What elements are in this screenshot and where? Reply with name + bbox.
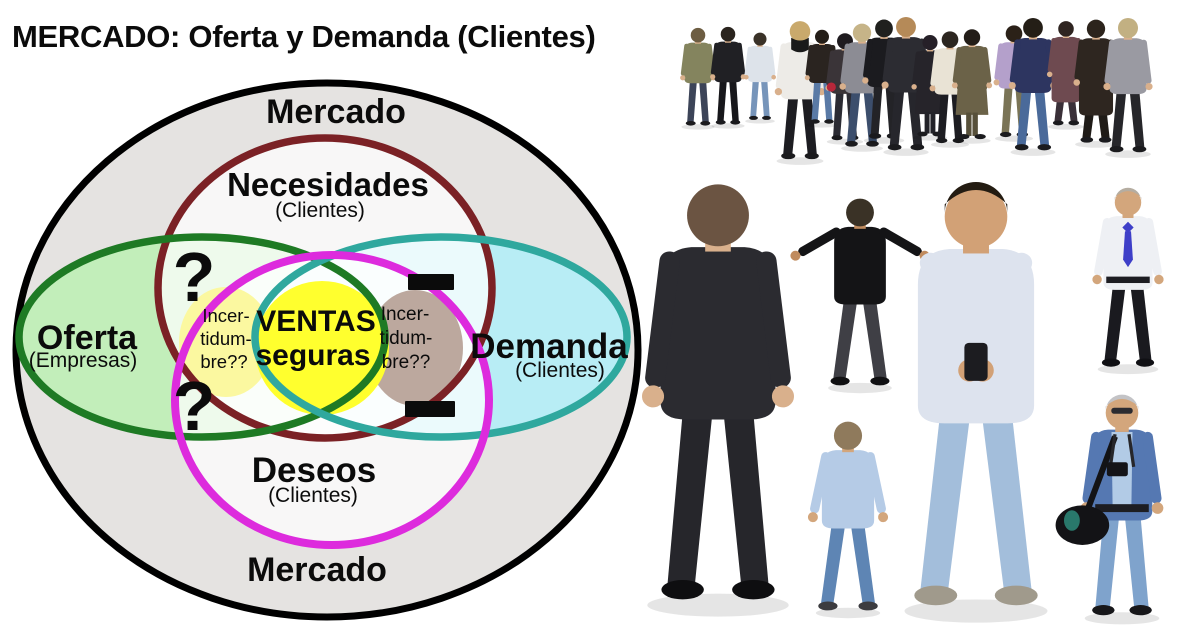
uncertainty-right-line1: Incer- [381,304,430,325]
necesidades-label: Necesidades [227,166,429,203]
crowd-person [1046,21,1086,130]
minus-mark-bottom [405,401,455,417]
question-mark-bottom: ? [173,367,216,445]
man-white-shirt-tie [1092,187,1164,375]
demanda-sublabel: (Clientes) [515,359,605,382]
page-title: MERCADO: Oferta y Demanda (Clientes) [12,19,595,54]
crowd-person [881,16,931,156]
uncertainty-left-line3: bre?? [200,351,247,372]
deseos-label: Deseos [252,451,377,490]
mercado-label-bottom: Mercado [247,551,387,589]
man-blue-tshirt-walking [807,421,889,619]
uncertainty-left-line2: tidum- [200,328,251,349]
deseos-sublabel: (Clientes) [268,484,358,507]
uncertainty-right-line3: bre?? [382,352,431,373]
ventas-center-region [255,281,389,415]
ventas-label-line2: seguras [255,339,370,372]
ventas-label-line1: VENTAS [256,305,375,338]
crowd-person [1103,18,1153,158]
uncertainty-right-region [367,290,463,406]
man-pointing-black-shirt [790,198,930,394]
uncertainty-left-line1: Incer- [202,305,249,326]
crowd-walking-away [680,16,1153,165]
crowd-person [744,32,776,124]
oferta-outline [15,233,389,441]
necesidades-sublabel: (Clientes) [275,199,365,222]
man-texting-phone [904,181,1048,623]
crowd-person [680,27,716,130]
uncertainty-left-text: Incer- tidum- bre?? [200,305,251,372]
oferta-label: Oferta [37,319,138,357]
mercado-label-top: Mercado [266,93,406,131]
deseos-outline [171,251,493,549]
crowd-person [1008,17,1058,156]
businessman-suit-walking [641,184,795,617]
demanda-outline [251,233,631,441]
uncertainty-right-line2: tidum- [380,328,433,349]
people-photos [641,16,1164,625]
necesidades-outline [154,134,496,442]
crowd-person [951,29,993,144]
uncertainty-right-text: Incer- tidum- bre?? [380,304,433,373]
crowd-person [710,26,746,129]
demanda-label: Demanda [470,327,628,366]
venn-diagram: ? ? Mercado Mercado Necesidades (Cliente… [12,79,642,621]
minus-mark-top [408,274,454,290]
question-mark-top: ? [173,238,216,316]
oferta-sublabel: (Empresas) [29,349,138,372]
tourist-with-duffel-bag [1055,394,1164,625]
